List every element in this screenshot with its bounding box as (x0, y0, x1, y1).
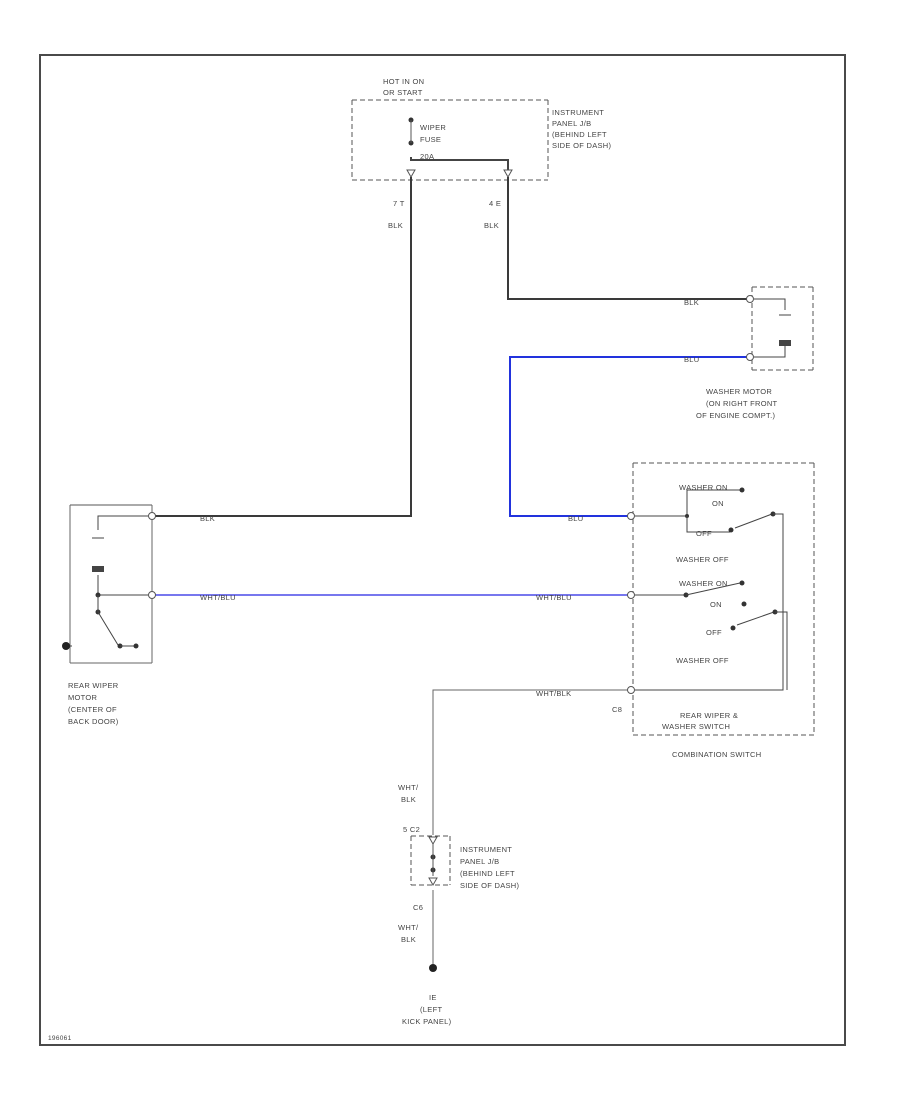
wire-blk-to-rear-wiper (154, 177, 412, 517)
diagram-code: 196061 (48, 1035, 72, 1042)
rear-wiper-label-3: (CENTER OF (68, 705, 117, 714)
rear-wiper-wire-2: WHT/BLU (200, 593, 236, 602)
fuse-block-location-2: PANEL J/B (552, 119, 591, 128)
lower-jb-label-3: (BEHIND LEFT (460, 869, 515, 878)
switch-section-1: REAR WIPER & (680, 711, 738, 720)
fuse-wire-left: BLK (388, 221, 403, 230)
fuse-pin-right: 4 E (489, 199, 501, 208)
switch-wire-wht-blk: WHT/BLK (536, 689, 571, 698)
fuse-block-location-3: (BEHIND LEFT (552, 130, 607, 139)
switch-wire-blu: BLU (568, 514, 584, 523)
rear-wiper-label-1: REAR WIPER (68, 681, 119, 690)
lower-jb-wire-top-2: BLK (401, 795, 416, 804)
combination-switch-name: COMBINATION SWITCH (672, 750, 761, 759)
lower-jb-label-2: PANEL J/B (460, 857, 499, 866)
switch-off-1: OFF (696, 529, 712, 538)
fuse-wire-right: BLK (484, 221, 499, 230)
lower-jb-pin-top: 5 C2 (403, 825, 420, 834)
combination-switch: WASHER ON ON OFF WASHER OFF WASHER ON ON… (536, 462, 815, 759)
rear-wiper-ground-dot (62, 642, 70, 650)
switch-wire-wht-blu: WHT/BLU (536, 593, 572, 602)
ground-id: IE (429, 993, 437, 1002)
diagram-frame (39, 54, 846, 1046)
fuse-block-location-1: INSTRUMENT (552, 108, 604, 117)
lower-junction-block: WHT/ BLK 5 C2 INSTRUMENT PANEL J/B (BEHI… (398, 783, 520, 944)
switch-washer-off-1: WASHER OFF (676, 555, 729, 564)
fuse-block-location-4: SIDE OF DASH) (552, 141, 612, 150)
lower-jb-pin-bottom: C6 (413, 903, 423, 912)
washer-motor-label-3: OF ENGINE COMPT.) (696, 411, 775, 420)
washer-motor-label-2: (ON RIGHT FRONT (706, 399, 778, 408)
switch-on-2: ON (710, 600, 722, 609)
wire-wht-blk-ground (432, 689, 628, 835)
switch-pin-c8: C8 (612, 705, 622, 714)
ground-icon (429, 964, 437, 972)
ground-point: IE (LEFT KICK PANEL) (402, 964, 452, 1026)
washer-motor-symbol (779, 340, 791, 346)
fuse-block-title-1: HOT IN ON (383, 77, 424, 86)
lower-jb-label-4: SIDE OF DASH) (460, 881, 520, 890)
rear-wiper-label-2: MOTOR (68, 693, 98, 702)
rear-wiper-motor: BLK WHT/BLU REAR WIPER MOTOR (CENTER OF … (62, 504, 236, 726)
rear-wiper-wire-1: BLK (200, 514, 215, 523)
washer-motor-wire-2: BLU (684, 355, 700, 364)
fuse-pin-left: 7 T (393, 199, 405, 208)
switch-on-1: ON (712, 499, 724, 508)
ground-label-1: (LEFT (420, 1005, 442, 1014)
ground-label-2: KICK PANEL) (402, 1017, 452, 1026)
lower-jb-wire-bot-1: WHT/ (398, 923, 419, 932)
switch-off-2: OFF (706, 628, 722, 637)
rear-wiper-motor-symbol (92, 566, 104, 572)
switch-washer-on-2: WASHER ON (679, 579, 728, 588)
wire-blu-highlight (509, 356, 749, 517)
switch-section-2: WASHER SWITCH (662, 722, 730, 731)
lower-jb-label-1: INSTRUMENT (460, 845, 512, 854)
fuse-terminal-left (406, 169, 416, 179)
fuse-rating: 20A (420, 152, 434, 161)
fuse-label-1: WIPER (420, 123, 446, 132)
fuse-label-2: FUSE (420, 135, 441, 144)
fuse-block-title-2: OR START (383, 88, 423, 97)
rear-wiper-label-4: BACK DOOR) (68, 717, 119, 726)
washer-motor-label-1: WASHER MOTOR (706, 387, 772, 396)
fuse-terminal-right (503, 169, 513, 179)
washer-motor-wire-1: BLK (684, 298, 699, 307)
wire-blk-to-washer-motor (507, 177, 749, 300)
lower-jb-wire-top-1: WHT/ (398, 783, 419, 792)
switch-washer-off-2: WASHER OFF (676, 656, 729, 665)
fuse-block: HOT IN ON OR START WIPER FUSE 20A INSTRU… (351, 77, 612, 230)
switch-washer-on-1: WASHER ON (679, 483, 728, 492)
washer-motor: BLK BLU WASHER MOTOR (ON RIGHT FRONT OF … (684, 286, 814, 420)
lower-jb-wire-bot-2: BLK (401, 935, 416, 944)
